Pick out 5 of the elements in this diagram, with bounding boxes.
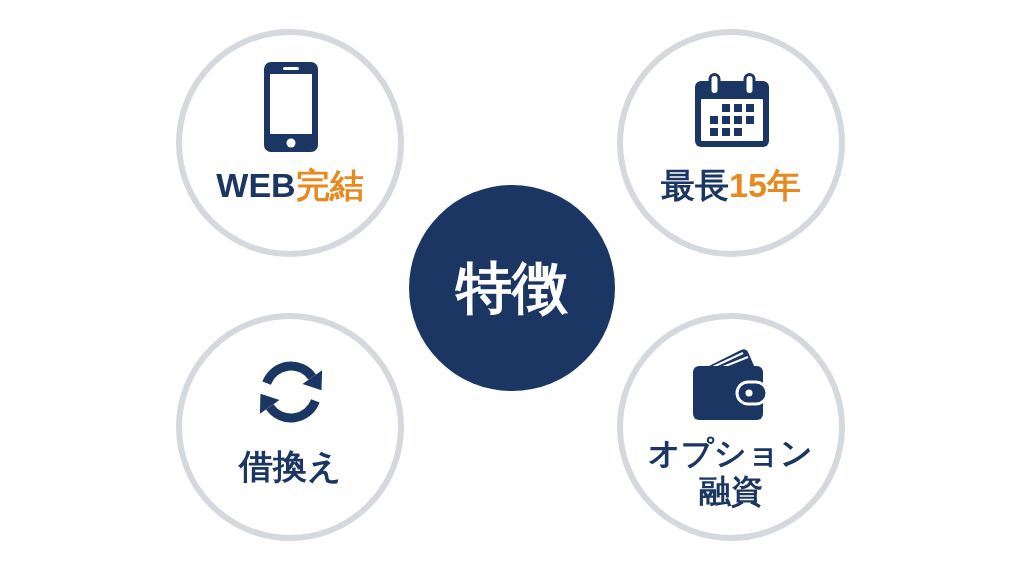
feature-label: WEB完結 <box>216 164 364 206</box>
hub-circle: 特徴 <box>409 185 615 391</box>
feature-label: 最長15年 <box>661 164 801 206</box>
feature-label: オプション融資 <box>647 433 815 511</box>
feature-label: 借換え <box>238 445 342 487</box>
